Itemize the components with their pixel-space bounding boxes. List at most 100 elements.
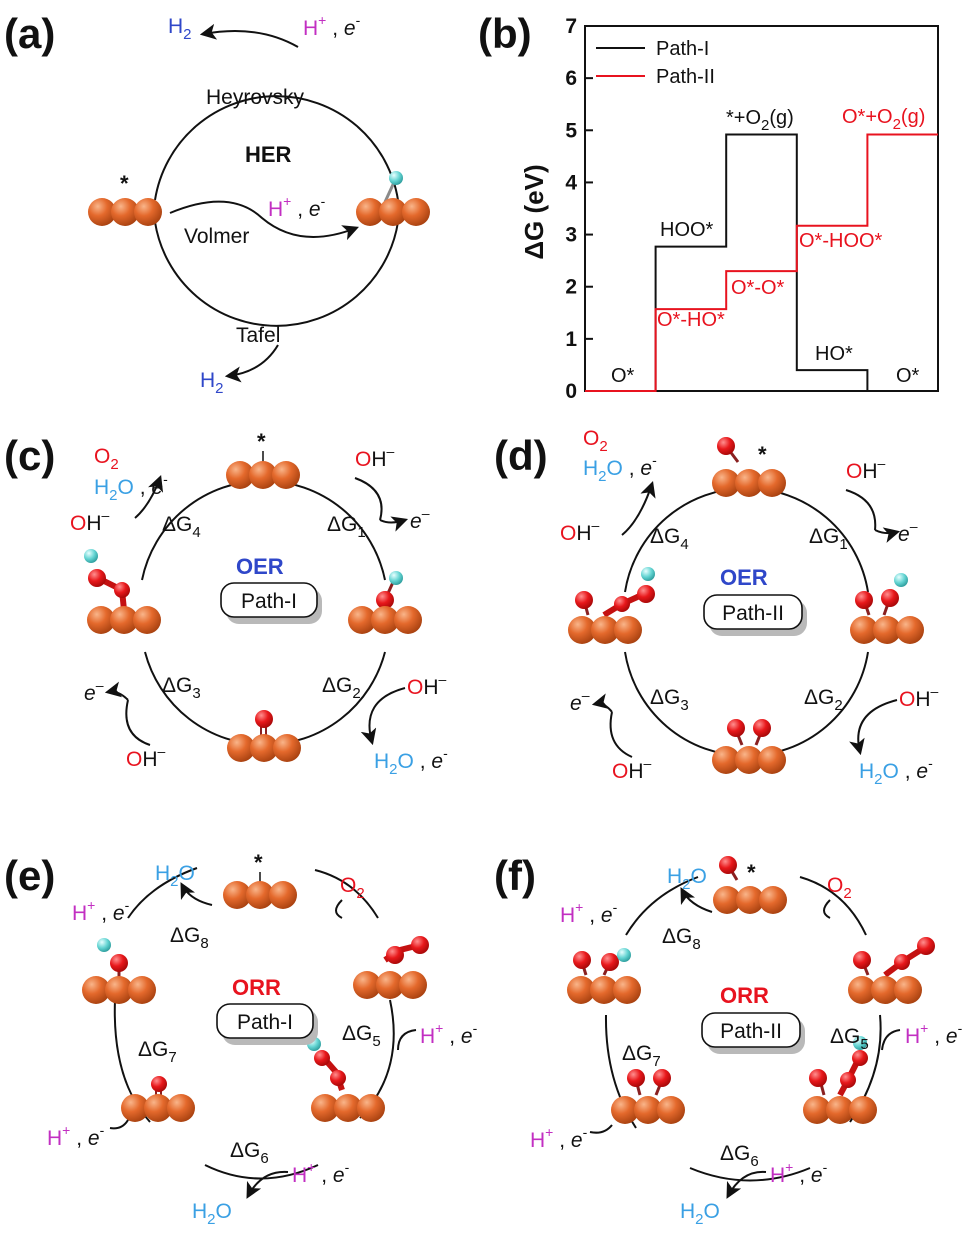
energy-series	[585, 133, 938, 392]
oer-i-top-site: *	[226, 429, 300, 489]
hydrogen-atom	[389, 171, 403, 185]
reactant-hplus-e: H+ , e-	[420, 1020, 478, 1048]
active-site-star: *	[758, 442, 767, 467]
panel-e-orr-path-i: (e) *	[4, 850, 478, 1228]
dg-2: ΔG2	[804, 686, 843, 714]
reactant-hplus-e: H+ , e-	[530, 1124, 588, 1152]
flow-arrow	[354, 477, 383, 521]
path-badge-label: Path-I	[241, 590, 297, 613]
tafel-label: Tafel	[236, 324, 280, 347]
panel-a-her: (a) H2 H+ , e- Heyrovsky HER Volmer H+ ,…	[4, 10, 430, 397]
series-line-path-i	[585, 133, 938, 392]
product-o2: O2	[583, 427, 608, 455]
product-h2o: H2O	[192, 1200, 232, 1228]
reactant-oh: OH–	[70, 507, 110, 535]
panel-label-b: (b)	[478, 10, 532, 57]
flow-arrow	[621, 480, 656, 536]
orr-i-right-site	[353, 936, 429, 999]
flow-arrow	[379, 516, 409, 532]
reactant-oh: OH–	[407, 671, 447, 699]
panel-d-oer-path-ii: (d) *	[494, 427, 939, 788]
series-line-path-ii	[585, 133, 938, 392]
dg-3: ΔG3	[650, 686, 689, 714]
dg-7: ΔG7	[622, 1042, 661, 1070]
dg-1: ΔG1	[327, 513, 366, 541]
product-h2o-e: H2O , e-	[859, 755, 933, 788]
product-e: e–	[410, 505, 430, 533]
panel-label-c: (c)	[4, 432, 55, 479]
state-o-star-o2: O*+O2(g)	[842, 106, 925, 133]
y-tick-label: 5	[565, 119, 577, 142]
state-o-hoo: O*-HOO*	[799, 230, 883, 252]
product-e: e–	[570, 687, 590, 715]
y-axis-label: ΔG (eV)	[519, 164, 549, 259]
her-h2-bottom: H2	[200, 369, 224, 397]
her-h2-top: H2	[168, 15, 192, 43]
state-ho: HO*	[815, 343, 853, 365]
dg-1: ΔG1	[809, 525, 848, 553]
flow-arrow	[591, 693, 613, 713]
active-site-star: *	[257, 429, 266, 454]
path-badge-label: Path-I	[237, 1011, 293, 1034]
flow-arrow	[125, 699, 151, 746]
heyrovsky-label: Heyrovsky	[206, 86, 305, 109]
active-site-star: *	[747, 860, 756, 885]
y-tick-label: 6	[565, 67, 577, 90]
flow-arrow	[881, 1029, 901, 1051]
flow-arrow	[180, 882, 213, 906]
orr-ii-right-site	[848, 937, 935, 1004]
her-site-right	[356, 171, 430, 226]
volmer-arrow	[169, 200, 359, 241]
reactant-o2: O2	[340, 874, 365, 902]
state-star-o2: *+O2(g)	[726, 107, 794, 134]
heyrovsky-arrow	[199, 23, 299, 48]
orr-ii-top-site: *	[713, 856, 787, 914]
oer-i-right-site	[348, 571, 422, 634]
tafel-arrow	[224, 344, 279, 383]
legend-path-ii: Path-II	[656, 66, 715, 88]
orr-title: ORR	[720, 983, 769, 1008]
dg-3: ΔG3	[162, 674, 201, 702]
her-hplus-e-top: H+ , e-	[303, 12, 361, 40]
panel-label-f: (f)	[494, 852, 536, 899]
product-h2o: H2O	[680, 1200, 720, 1228]
product-e: e–	[84, 677, 104, 705]
panel-label-d: (d)	[494, 432, 548, 479]
product-e: e–	[898, 518, 918, 546]
flow-arrow	[589, 1124, 613, 1134]
product-h2o: H2O	[155, 862, 195, 890]
product-h2o-e: H2O , e-	[583, 452, 657, 485]
dg-6: ΔG6	[230, 1139, 269, 1167]
panel-c-oer-path-i: (c) * OER Path-I	[4, 429, 448, 778]
reactant-hplus-e: H+ , e-	[560, 899, 618, 927]
dg-2: ΔG2	[322, 674, 361, 702]
surface-atom	[88, 198, 116, 226]
product-o2: O2	[94, 445, 119, 473]
dg-7: ΔG7	[138, 1038, 177, 1066]
flow-arrow	[104, 681, 129, 701]
cycle-arc	[127, 867, 198, 919]
y-tick-label: 2	[565, 276, 577, 299]
oer-ii-top-site: *	[712, 437, 786, 497]
cycle-arc	[314, 869, 379, 919]
reactant-hplus-e: H+ , e-	[72, 897, 130, 925]
cycle-arc	[204, 1164, 319, 1180]
orr-title: ORR	[232, 975, 281, 1000]
reactant-o2: O2	[827, 874, 852, 902]
her-loop-bottom	[154, 221, 399, 327]
reactant-oh: OH–	[612, 755, 652, 783]
reactant-hplus-e: H+ , e-	[770, 1159, 828, 1187]
oer-title: OER	[236, 554, 284, 579]
orr-ii-bottom-left-site	[611, 1069, 685, 1124]
path-badge	[701, 1012, 801, 1048]
reactant-hplus-e: H+ , e-	[47, 1122, 105, 1150]
y-tick-label: 0	[565, 380, 577, 403]
state-o-star-right: O*	[896, 365, 920, 387]
dg-4: ΔG4	[162, 513, 201, 541]
legend: Path-I Path-II	[596, 38, 715, 88]
reactant-oh: OH–	[355, 443, 395, 471]
flow-arrow	[134, 474, 164, 519]
dg-5: ΔG5	[830, 1025, 869, 1053]
orr-i-bottom-left-site	[121, 1076, 195, 1122]
dg-4: ΔG4	[650, 525, 689, 553]
